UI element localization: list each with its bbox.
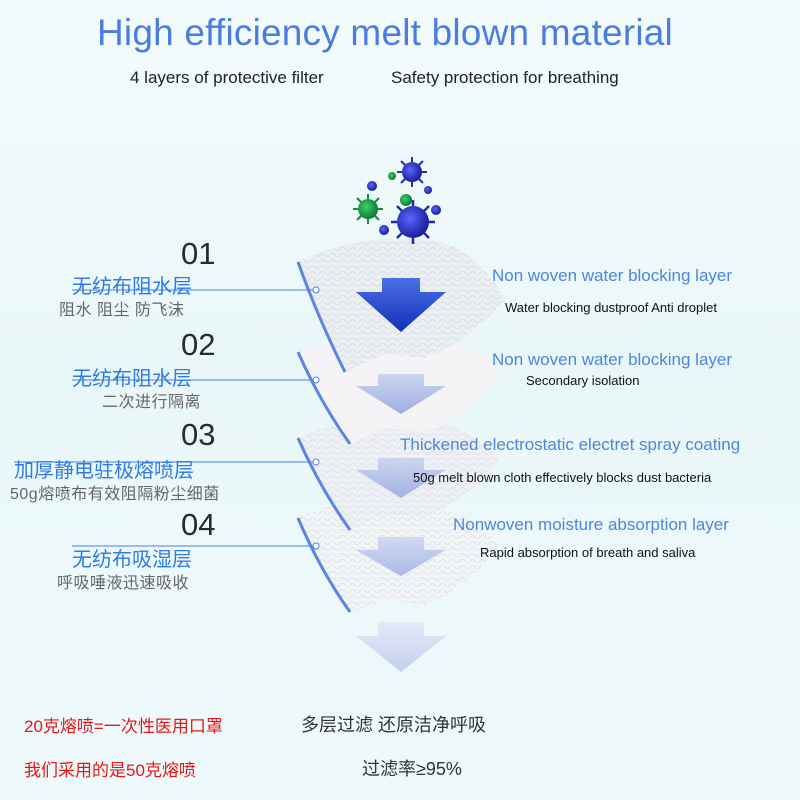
arrow-down-icon	[356, 374, 446, 414]
layer-number-03: 03	[181, 417, 216, 452]
subtitle-right: Safety protection for breathing	[391, 68, 619, 87]
layer-cn-sub-02: 二次进行隔离	[102, 394, 202, 411]
layer-cn-title-02: 无纺布阻水层	[72, 368, 192, 390]
layer-en-title-02: Non woven water blocking layer	[492, 350, 733, 369]
virus-cluster-icon	[353, 157, 441, 244]
layer-cn-title-03: 加厚静电驻极熔喷层	[14, 460, 194, 482]
callout-line-4	[72, 542, 320, 550]
callout-line-2	[72, 376, 320, 384]
callout-line-1	[72, 286, 320, 294]
page-title: High efficiency melt blown material	[97, 12, 673, 53]
layer-en-sub-01: Water blocking dustproof Anti droplet	[505, 300, 717, 315]
callout-line-3	[14, 458, 320, 466]
layer-en-sub-03: 50g melt blown cloth effectively blocks …	[413, 470, 712, 485]
footer-right-line-2: 过滤率≥95%	[362, 759, 462, 779]
layer-cn-sub-03: 50g熔喷布有效阻隔粉尘细菌	[10, 486, 220, 503]
arrow-down-icon	[356, 278, 446, 332]
footer-right-line-1: 多层过滤 还原洁净呼吸	[301, 715, 486, 735]
layer-en-sub-04: Rapid absorption of breath and saliva	[480, 545, 696, 560]
arrow-down-icon	[356, 622, 446, 672]
footer-red-line-1: 20克熔喷=一次性医用口罩	[24, 717, 223, 736]
arrow-down-icon	[356, 458, 446, 498]
layer-cn-sub-01: 阻水 阻尘 防飞沫	[59, 302, 185, 319]
layer-en-title-04: Nonwoven moisture absorption layer	[453, 515, 729, 534]
layer-cn-title-04: 无纺布吸湿层	[72, 549, 192, 571]
layer-cn-title-01: 无纺布阻水层	[72, 276, 192, 298]
layer-en-sub-02: Secondary isolation	[526, 373, 640, 388]
arrow-down-icon	[356, 537, 446, 576]
layer-en-title-01: Non woven water blocking layer	[492, 266, 733, 285]
layer-number-02: 02	[181, 327, 216, 362]
layer-number-04: 04	[181, 507, 216, 542]
layer-cn-sub-04: 呼吸唾液迅速吸收	[57, 575, 190, 592]
subtitle-left: 4 layers of protective filter	[130, 68, 324, 87]
footer-red-line-2: 我们采用的是50克熔喷	[24, 761, 196, 780]
layer-number-01: 01	[181, 236, 216, 271]
layer-en-title-03: Thickened electrostatic electret spray c…	[400, 435, 741, 454]
